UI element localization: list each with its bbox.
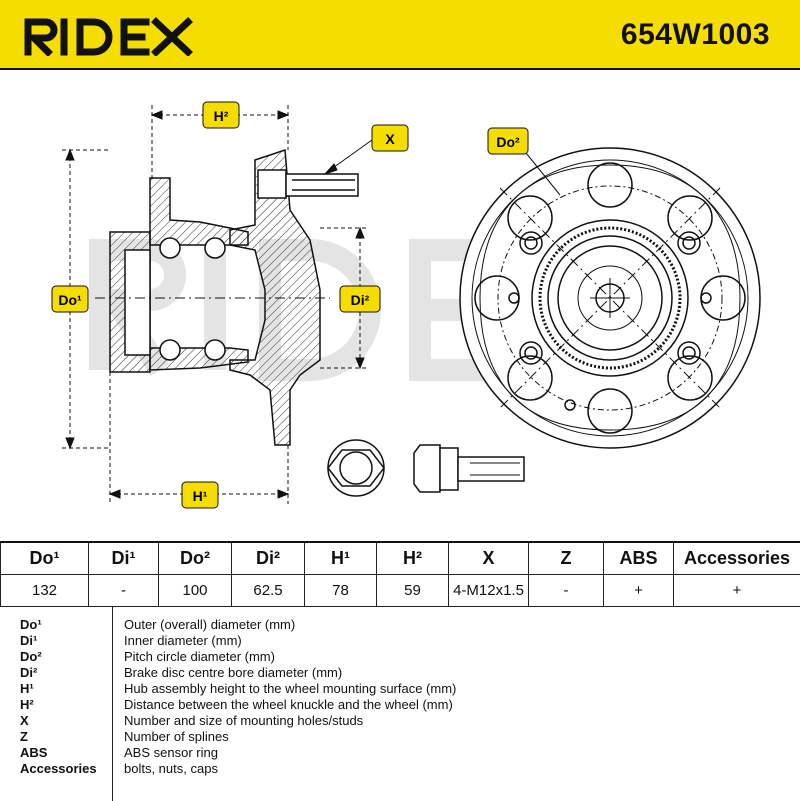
legend-key: Di²	[20, 665, 37, 681]
bolt-drawing	[414, 445, 524, 492]
value-h2: 59	[377, 575, 449, 607]
hub-front-view	[460, 148, 760, 448]
part-number: 654W1003	[621, 18, 770, 52]
ridex-logo	[22, 14, 197, 56]
label-h2: H²	[203, 102, 239, 128]
legend-desc: Number of splines	[124, 729, 229, 745]
legend-row: Di¹ Inner diameter (mm)	[0, 633, 800, 649]
header-abs: ABS	[604, 542, 674, 575]
svg-text:H¹: H¹	[193, 488, 208, 504]
legend-desc: Outer (overall) diameter (mm)	[124, 617, 295, 633]
legend-key: ABS	[20, 745, 47, 761]
legend-desc: Distance between the wheel knuckle and t…	[124, 697, 453, 713]
label-do1: Do¹	[52, 286, 88, 312]
svg-text:H²: H²	[214, 108, 229, 124]
legend-row: ABS ABS sensor ring	[0, 745, 800, 761]
header-bar: 654W1003	[0, 0, 800, 70]
legend-row: H¹ Hub assembly height to the wheel moun…	[0, 681, 800, 697]
legend-desc: Pitch circle diameter (mm)	[124, 649, 275, 665]
value-do1: 132	[1, 575, 89, 607]
value-do2: 100	[159, 575, 232, 607]
legend: Do¹ Outer (overall) diameter (mm) Di¹ In…	[0, 606, 800, 801]
legend-desc: Brake disc centre bore diameter (mm)	[124, 665, 342, 681]
legend-key: Do¹	[20, 617, 42, 633]
spec-table: Do¹ Di¹ Do² Di² H¹ H² X Z ABS Accessorie…	[0, 541, 800, 607]
header-z: Z	[529, 542, 604, 575]
value-di2: 62.5	[232, 575, 305, 607]
legend-key: Di¹	[20, 633, 37, 649]
legend-row: Do¹ Outer (overall) diameter (mm)	[0, 617, 800, 633]
legend-desc: Inner diameter (mm)	[124, 633, 242, 649]
spec-header-row: Do¹ Di¹ Do² Di² H¹ H² X Z ABS Accessorie…	[1, 542, 800, 575]
legend-row: H² Distance between the wheel knuckle an…	[0, 697, 800, 713]
value-z: -	[529, 575, 604, 607]
svg-text:Di²: Di²	[351, 292, 370, 308]
header-x: X	[449, 542, 529, 575]
legend-key: X	[20, 713, 29, 729]
legend-row: Do² Pitch circle diameter (mm)	[0, 649, 800, 665]
header-h1: H¹	[305, 542, 377, 575]
header-do2: Do²	[159, 542, 232, 575]
legend-row: Di² Brake disc centre bore diameter (mm)	[0, 665, 800, 681]
technical-drawing: Do¹ H² X Di² Do² H¹	[0, 70, 800, 540]
header-di1: Di¹	[89, 542, 159, 575]
legend-desc: bolts, nuts, caps	[124, 761, 218, 777]
value-abs: +	[604, 575, 674, 607]
value-accessories: +	[674, 575, 800, 607]
legend-row: Accessories bolts, nuts, caps	[0, 761, 800, 777]
svg-text:X: X	[385, 131, 395, 147]
legend-desc: Number and size of mounting holes/studs	[124, 713, 363, 729]
label-do2: Do²	[488, 128, 528, 154]
legend-key: Z	[20, 729, 28, 745]
legend-desc: ABS sensor ring	[124, 745, 218, 761]
legend-key: Accessories	[20, 761, 97, 777]
nut-drawing	[328, 440, 384, 496]
hub-cross-section	[95, 150, 358, 445]
spec-value-row: 132 - 100 62.5 78 59 4-M12x1.5 - + +	[1, 575, 800, 607]
label-x: X	[372, 125, 408, 151]
header-do1: Do¹	[1, 542, 89, 575]
legend-desc: Hub assembly height to the wheel mountin…	[124, 681, 456, 697]
label-di2: Di²	[340, 286, 380, 312]
svg-text:Do¹: Do¹	[58, 292, 82, 308]
header-h2: H²	[377, 542, 449, 575]
legend-row: Z Number of splines	[0, 729, 800, 745]
value-x: 4-M12x1.5	[449, 575, 529, 607]
legend-key: H²	[20, 697, 34, 713]
legend-key: Do²	[20, 649, 42, 665]
legend-key: H¹	[20, 681, 34, 697]
header-di2: Di²	[232, 542, 305, 575]
header-accessories: Accessories	[674, 542, 800, 575]
svg-text:Do²: Do²	[496, 134, 520, 150]
label-h1: H¹	[182, 482, 218, 508]
value-di1: -	[89, 575, 159, 607]
legend-row: X Number and size of mounting holes/stud…	[0, 713, 800, 729]
value-h1: 78	[305, 575, 377, 607]
